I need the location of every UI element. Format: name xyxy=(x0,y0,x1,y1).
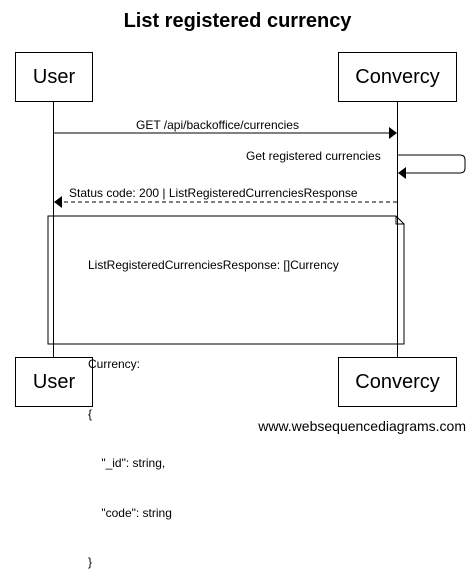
lifeline-user xyxy=(53,102,54,358)
note-line: Currency: xyxy=(88,357,141,371)
note-text: ListRegisteredCurrenciesResponse: []Curr… xyxy=(88,224,339,587)
note-line: "_id": string, xyxy=(88,456,166,470)
message-label-get-registered: Get registered currencies xyxy=(246,149,381,163)
arrowhead-left xyxy=(54,196,62,208)
note-box xyxy=(47,215,405,345)
diagram-canvas xyxy=(47,127,466,345)
participant-user-bottom: User xyxy=(15,357,93,407)
arrowhead-right xyxy=(389,127,397,139)
footer-watermark: www.websequencediagrams.com xyxy=(258,418,466,434)
note-line: "code": string xyxy=(88,505,172,520)
message-label-response: Status code: 200 | ListRegisteredCurrenc… xyxy=(69,186,358,200)
note-line xyxy=(88,307,339,324)
participant-user-top: User xyxy=(15,52,93,102)
lifeline-convercy xyxy=(397,102,398,358)
note-line: } xyxy=(88,555,93,569)
note-line: { xyxy=(88,406,93,421)
participant-convercy-bottom: Convercy xyxy=(338,357,457,407)
note-line: ListRegisteredCurrenciesResponse: []Curr… xyxy=(88,258,339,272)
note-fold xyxy=(395,216,404,225)
self-message-loop xyxy=(397,154,466,174)
message-label-get-currencies: GET /api/backoffice/currencies xyxy=(136,118,299,132)
diagram-title: List registered currency xyxy=(123,10,352,32)
arrowhead-left-self xyxy=(398,167,406,179)
participant-convercy-top: Convercy xyxy=(338,52,457,102)
